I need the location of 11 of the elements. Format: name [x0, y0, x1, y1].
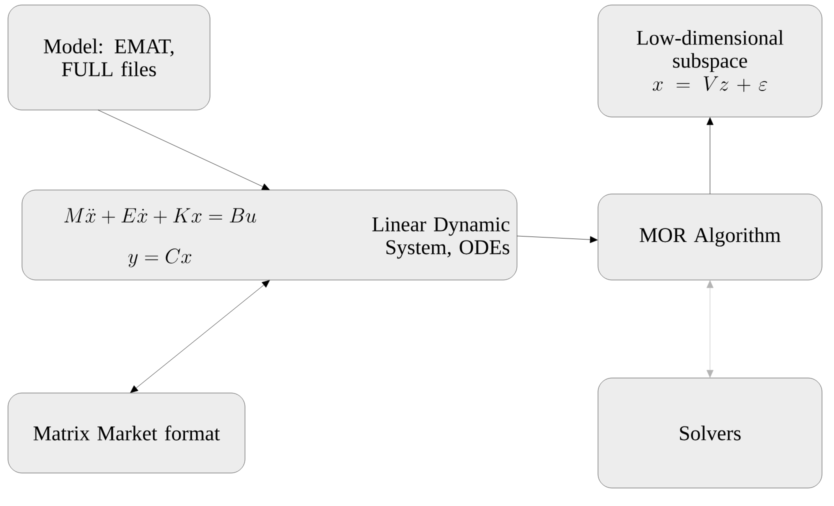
- arrow: [706, 117, 714, 194]
- process-box: Low-dimensional subspace $x = Vz + \varepsilon$: [598, 4, 822, 118]
- process-box: $M\ddot{x} + E\dot{x} + Kx = Bu$ $y = Cx$ Linear Dynamic System, ODEs: [22, 190, 518, 280]
- process-box: Matrix Market format: [8, 392, 246, 474]
- process-box: Model: EMAT, FULL files: [8, 4, 210, 110]
- arrow: [516, 236, 598, 244]
- process-box: Solvers: [598, 378, 822, 488]
- arrow: [130, 280, 270, 393]
- process-box: MOR Algorithm: [598, 194, 822, 280]
- arrow: [98, 110, 270, 190]
- arrow: [706, 280, 714, 378]
